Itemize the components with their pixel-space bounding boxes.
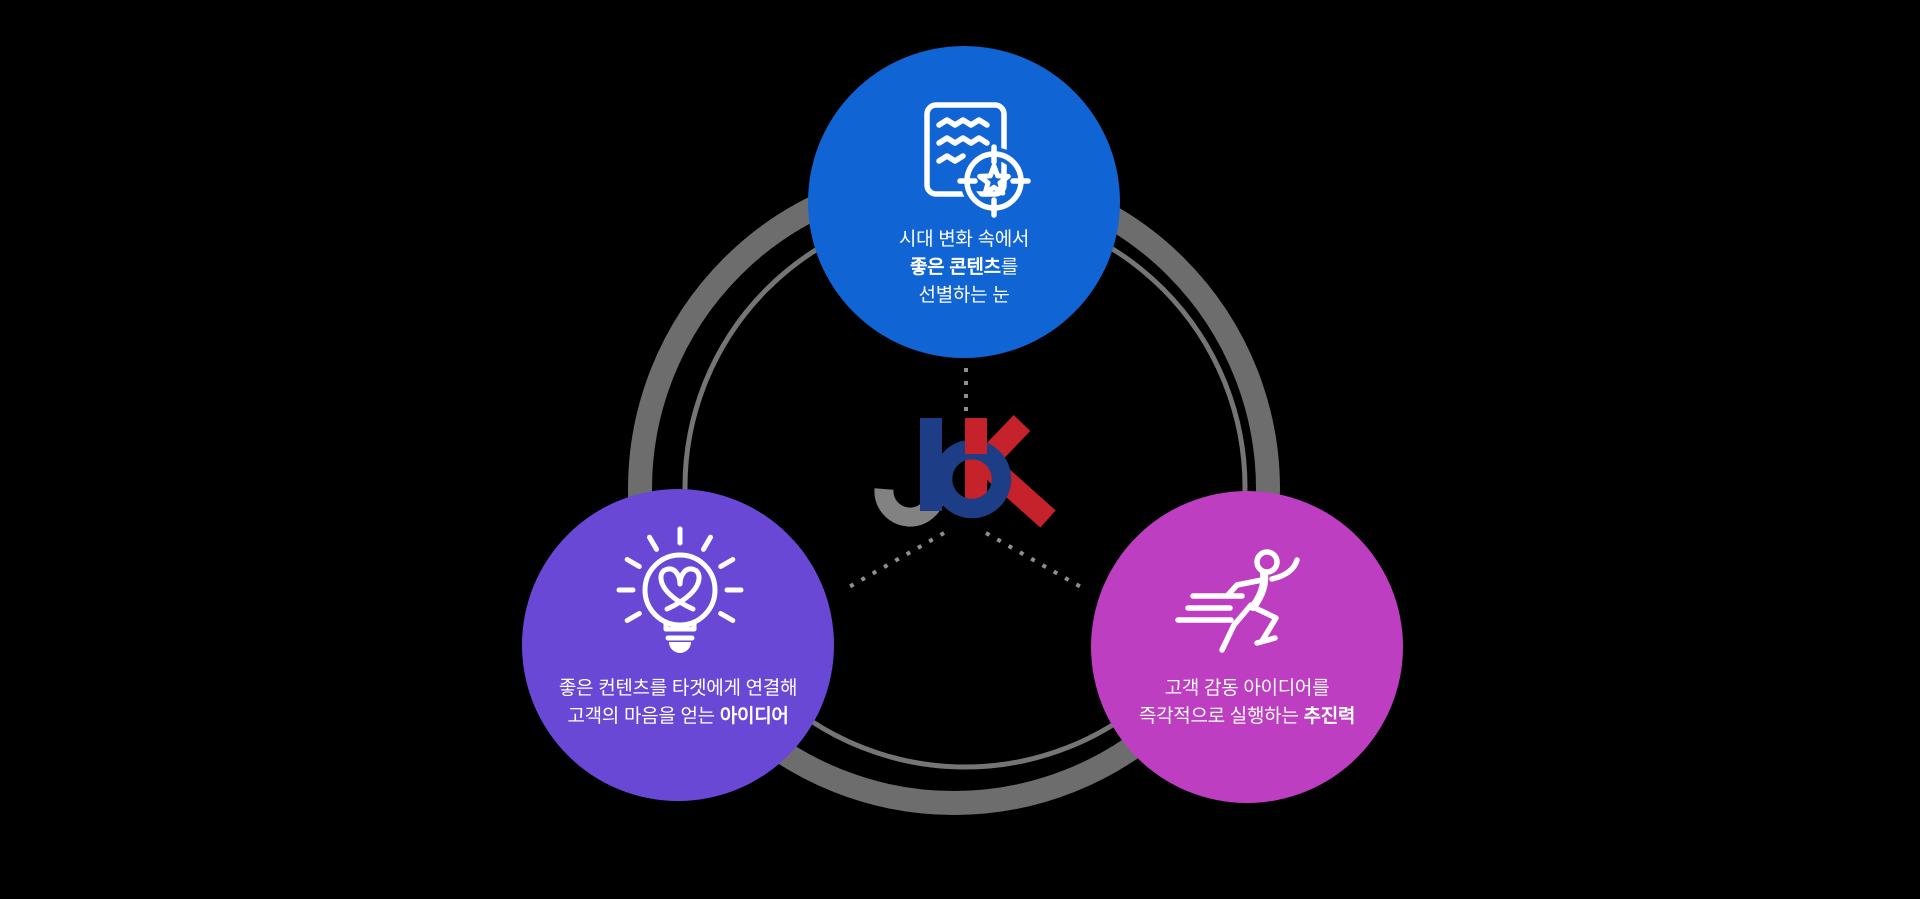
document-text-wave-3 xyxy=(936,153,966,164)
document-text-wave-1 xyxy=(936,117,990,128)
lightbulb-heart-icon xyxy=(616,526,744,653)
bulb-globe xyxy=(642,552,718,628)
caption-line: 좋은 콘텐츠를 xyxy=(909,257,1019,278)
dotted-connectors xyxy=(848,368,1082,589)
right-circle-caption: 고객 감동 아이디어를 즉각적으로 실행하는 추진력 xyxy=(1091,675,1403,731)
document-text-wave-2 xyxy=(936,135,990,146)
caption-line: 선별하는 눈 xyxy=(918,285,1010,306)
caption-line: 즉각적으로 실행하는 추진력 xyxy=(1138,706,1356,727)
heart-right-stroke xyxy=(664,566,702,612)
dotted-line-left xyxy=(848,531,945,589)
top-circle-caption: 시대 변화 속에서 좋은 콘텐츠를 선별하는 눈 xyxy=(808,226,1120,310)
runner-front-leg xyxy=(1250,604,1279,644)
right-circle-drive: 고객 감동 아이디어를 즉각적으로 실행하는 추진력 xyxy=(1091,491,1403,803)
target-star xyxy=(977,163,1011,196)
left-circle-caption: 좋은 컨텐츠를 타겟에게 연결해 고객의 마음을 얻는 아이디어 xyxy=(522,675,834,731)
runner-head xyxy=(1254,549,1280,575)
runner-torso xyxy=(1249,569,1269,611)
bulb-rays xyxy=(616,526,744,623)
caption-line: 고객의 마음을 얻는 아이디어 xyxy=(567,706,789,727)
runner-back-arm xyxy=(1225,577,1265,598)
document-target-icon xyxy=(924,102,1031,218)
logo-letter-k xyxy=(965,415,1056,528)
left-circle-idea: 좋은 컨텐츠를 타겟에게 연결해 고객의 마음을 얻는 아이디어 xyxy=(522,489,834,801)
caption-line: 고객 감동 아이디어를 xyxy=(1164,678,1330,699)
top-circle-content-selection: 시대 변화 속에서 좋은 콘텐츠를 선별하는 눈 xyxy=(808,46,1120,358)
logo-letter-k-overlap xyxy=(965,418,987,454)
logo-letter-j xyxy=(874,488,946,527)
runner-front-foot xyxy=(1254,635,1278,646)
logo-letter-b xyxy=(920,418,1012,519)
caption-line: 좋은 컨텐츠를 타겟에게 연결해 xyxy=(558,678,798,699)
caption-line: 시대 변화 속에서 xyxy=(898,229,1030,250)
runner-front-arm xyxy=(1269,557,1300,582)
running-person-icon xyxy=(1175,549,1300,653)
bulb-base-cap xyxy=(669,642,691,653)
dotted-line-right xyxy=(985,531,1082,589)
runner-back-leg xyxy=(1219,602,1254,653)
